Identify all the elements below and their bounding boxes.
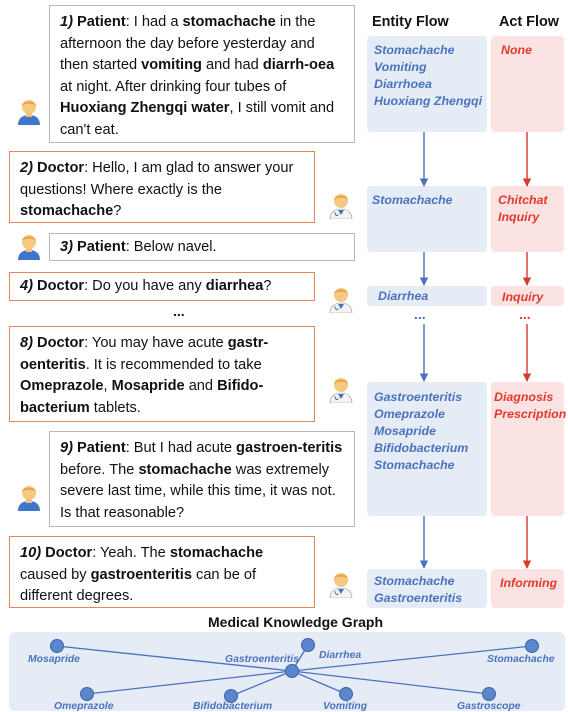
entity-label: Diarrhoea [374, 77, 432, 91]
kg-edge [291, 670, 347, 695]
act-label: Inquiry [502, 290, 544, 304]
entity-label: Mosapride [374, 424, 436, 438]
kg-node-vomiting [339, 687, 353, 701]
entity-label: Vomiting [374, 60, 427, 74]
act-box-5 [491, 569, 564, 608]
entity-label: Omeprazole [374, 407, 445, 421]
speaker-role: Doctor [37, 160, 85, 176]
ellipsis: ... [173, 303, 185, 319]
turn-4-doctor: 4) Doctor: Do you have any diarrhea? [9, 272, 315, 301]
entity-box-2 [367, 186, 487, 252]
entity-box-1 [367, 36, 487, 132]
speaker-role: Doctor [45, 545, 93, 561]
act-ellipsis: ... [519, 306, 531, 322]
kg-node-gastroscope [482, 687, 496, 701]
speaker-role: Doctor [37, 335, 85, 351]
kg-label-gastroenteritis: Gastroenteritis [225, 654, 299, 665]
speaker-role: Doctor [37, 278, 85, 294]
turn-8-doctor: 8) Doctor: You may have acute gastr-oent… [9, 326, 315, 422]
kg-label-bifidobacterium: Bifidobacterium [193, 701, 273, 712]
kg-label-mosapride: Mosapride [28, 654, 80, 665]
turn-10-doctor: 10) Doctor: Yeah. The stomachache caused… [9, 536, 315, 608]
act-list-5: Informing [500, 575, 557, 592]
speaker-role: Patient [77, 239, 126, 255]
kg-node-stomachache [525, 639, 539, 653]
kg-node-gastroenteritis [285, 664, 299, 678]
kg-label-omeprazole: Omeprazole [54, 701, 114, 712]
entity-label: Huoxiang Zhengqi [374, 94, 483, 108]
turn-number: 1) [60, 14, 73, 30]
act-box-4 [491, 382, 564, 516]
kg-node-bifidobacterium [224, 689, 238, 703]
patient-avatar-icon [18, 100, 40, 125]
entity-label: Stomachache [374, 574, 455, 588]
kg-edge [291, 645, 533, 672]
act-list-3: Inquiry [502, 289, 543, 306]
turn-1-patient: 1) Patient: I had a stomachache in the a… [49, 5, 355, 143]
act-label: Prescription [494, 407, 567, 421]
speaker-role: Patient [77, 440, 126, 456]
act-list-4: Diagnosis Prescription [494, 389, 566, 423]
kg-edge [230, 670, 293, 697]
entity-label: Stomachache [374, 458, 455, 472]
kg-edge [291, 670, 490, 695]
act-label: Informing [500, 576, 558, 590]
entity-label: Stomachache [374, 43, 455, 57]
act-box-1 [491, 36, 564, 132]
turn-3-patient: 3) Patient: Below navel. [49, 233, 355, 261]
entity-list-1: Stomachache Vomiting Diarrhoea Huoxiang … [374, 42, 482, 110]
turn-number: 4) [20, 278, 33, 294]
turn-number: 9) [60, 440, 73, 456]
kg-edge [56, 645, 293, 672]
turn-number: 3) [60, 239, 73, 255]
kg-label-gastroscope: Gastroscope [457, 701, 521, 712]
doctor-avatar-icon [329, 378, 353, 403]
entity-box-5 [367, 569, 487, 608]
act-list-1: None [501, 42, 532, 59]
act-list-2: Chitchat Inquiry [498, 192, 548, 226]
act-label: None [501, 43, 532, 57]
act-box-3 [491, 286, 564, 306]
turn-number: 10) [20, 545, 42, 561]
kg-node-omeprazole [80, 687, 94, 701]
entity-label: Diarrhea [378, 289, 429, 303]
act-box-2 [491, 186, 564, 252]
speaker-role: Patient [77, 14, 126, 30]
kg-node-mosapride [50, 639, 64, 653]
entity-list-4: Gastroenteritis Omeprazole Mosapride Bif… [374, 389, 468, 474]
entity-label: Gastroenteritis [374, 390, 463, 404]
act-flow-header: Act Flow [499, 14, 559, 30]
entity-list-3: Diarrhea [378, 288, 428, 305]
turn-2-doctor: 2) Doctor: Hello, I am glad to answer yo… [9, 151, 315, 223]
entity-label: Bifidobacterium [374, 441, 469, 455]
kg-label-stomachache: Stomachache [487, 654, 555, 665]
turn-9-patient: 9) Patient: But I had acute gastroen-ter… [49, 431, 355, 527]
doctor-avatar-icon [329, 194, 353, 219]
kg-node-diarrhea [301, 638, 315, 652]
entity-box-3 [367, 286, 487, 306]
kg-label-vomiting: Vomiting [323, 701, 368, 712]
act-label: Inquiry [498, 210, 540, 224]
act-label: Chitchat [498, 193, 548, 207]
entity-label: Gastroenteritis [374, 591, 463, 605]
entity-list-2: Stomachache [372, 192, 453, 209]
doctor-avatar-icon [329, 288, 353, 313]
entity-flow-header: Entity Flow [372, 14, 449, 30]
turn-number: 2) [20, 160, 33, 176]
entity-ellipsis: ... [414, 306, 426, 322]
patient-avatar-icon [18, 235, 40, 260]
turn-number: 8) [20, 335, 33, 351]
kg-title: Medical Knowledge Graph [208, 614, 384, 630]
act-label: Diagnosis [494, 390, 554, 404]
entity-box-4 [367, 382, 487, 516]
entity-list-5: Stomachache Gastroenteritis [374, 573, 462, 607]
kg-label-diarrhea: Diarrhea [319, 650, 362, 661]
patient-avatar-icon [18, 486, 40, 511]
entity-label: Stomachache [372, 193, 453, 207]
kg-edge [86, 670, 293, 695]
doctor-avatar-icon [329, 573, 353, 598]
